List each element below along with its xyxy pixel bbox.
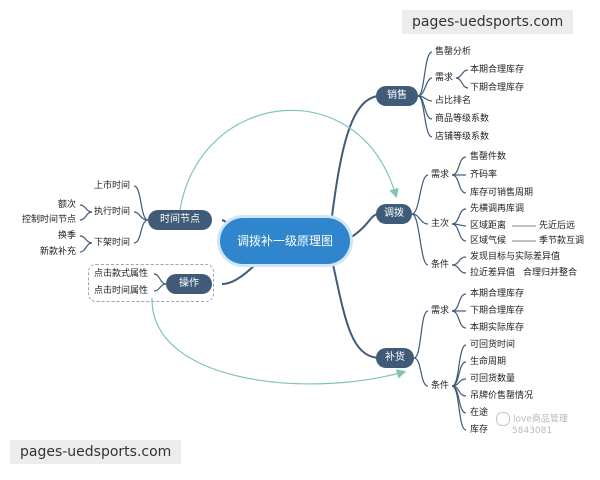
replenish-condition-item: 生命周期 [470,357,507,367]
timenode-offshelf-item: 新款补充 [40,247,77,257]
operation-node[interactable]: 操作 [166,274,212,294]
transfer-primary-note: 先近后远 [539,221,576,231]
operation-item: 点击款式属性 [94,269,149,279]
sales-node[interactable]: 销售 [376,86,418,106]
transfer-primary-label: 主次 [431,219,450,229]
transfer-node[interactable]: 调拨 [376,204,412,224]
sales-demand-item: 本期合理库存 [470,65,525,75]
sales-item: 商品等级系数 [435,114,490,124]
transfer-primary-item: 先横调再库调 [470,204,525,214]
transfer-demand-item: 齐码率 [470,170,498,180]
transfer-condition-label: 条件 [431,260,450,270]
center-to-sales-line [329,95,379,233]
transfer-condition-item: 拉近差异值 [470,268,516,278]
transfer-demand-item: 库存可销售周期 [470,188,534,198]
replenish-condition-item: 在途 [470,408,489,418]
replenish-node[interactable]: 补货 [376,348,414,368]
replenish-demand-item: 本期合理库存 [470,289,525,299]
transfer-primary-note: 季节款互调 [539,236,585,246]
center-to-replenish-line [329,249,379,359]
sales-item: 店铺等级系数 [435,132,490,142]
replenish-demand-item: 本期实际库存 [470,323,525,333]
operation-to-replenish-arrow [151,297,407,385]
sales-item: 占比排名 [435,96,472,106]
replenish-demand-label: 需求 [431,306,450,316]
transfer-primary-item: 区域气候 [470,236,507,246]
replenish-condition-item: 可回货数量 [470,374,516,384]
center-to-operation-line [221,259,261,285]
timenode-item: 下架时间 [94,238,131,248]
replenish-demand-item: 下期合理库存 [470,306,525,316]
watermark-bottom: pages-uedsports.com [10,440,182,464]
timenode-item: 上市时间 [94,181,131,191]
sales-item: 售罄分析 [435,47,472,57]
replenish-condition-item: 吊牌价售罄情况 [470,391,534,401]
logo-name: love商品管理 [513,414,568,425]
operation-item: 点击时间属性 [94,286,149,296]
sales-demand-label: 需求 [435,73,454,83]
logo-id: 5843081 [512,426,553,436]
timenode-item: 执行时间 [94,207,131,217]
replenish-condition-label: 条件 [431,381,450,391]
center-node[interactable]: 调拨补一级原理图 [220,218,350,264]
sales-demand-item: 下期合理库存 [470,83,525,93]
transfer-demand-item: 售罄件数 [470,152,507,162]
logo-watermark: love商品管理 5843081 [496,412,568,437]
transfer-demand-label: 需求 [431,170,450,180]
transfer-primary-item: 区域距离 [470,221,507,231]
center-to-transfer-line [349,213,379,239]
timenode-to-transfer-arrow [179,109,399,211]
replenish-condition-item: 库存 [470,425,489,435]
timenode-offshelf-item: 换季 [58,231,77,241]
logo-icon [496,412,510,426]
transfer-condition-item: 发现目标与实际差异值 [470,252,561,262]
timenode-exec-item: 额次 [58,200,77,210]
transfer-condition-item: 合理归并整合 [523,268,578,278]
watermark-top: pages-uedsports.com [402,10,574,34]
replenish-condition-item: 可回货时间 [470,340,516,350]
timenode-node[interactable]: 时间节点 [148,210,212,230]
timenode-exec-item: 控制时间节点 [22,215,77,225]
operation-group-box [88,264,214,302]
